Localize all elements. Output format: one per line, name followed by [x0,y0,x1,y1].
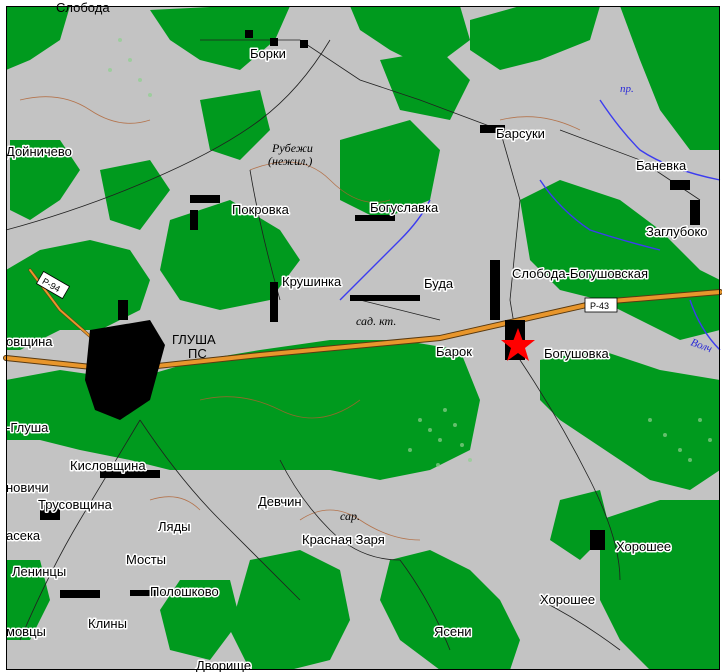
label-river-pr: пр. [620,83,634,95]
label-aseka: асека [6,528,41,543]
label-rubezhi: Рубежи [271,141,313,155]
label-ovshchina: овщина [6,334,53,349]
label-dvorishche: Дворище [196,658,251,672]
label-kislovshchina: Кисловщина [70,458,146,473]
label-devchin: Девчин [258,494,302,509]
label-buda: Буда [424,276,454,291]
red-star-icon[interactable] [501,328,535,361]
place-labels: Слобода Борки Дойничево Рубежи (нежил.) … [5,0,714,672]
label-lyady: Ляды [158,519,191,534]
marsh-patches [108,38,712,467]
label-pokrovka: Покровка [232,202,290,217]
rivers [339,99,721,351]
label-banevka: Баневка [636,158,687,173]
label-sad-kt: сад. кт. [356,314,396,328]
label-yaseni: Ясени [434,624,472,639]
label-khoroshee-1: Хорошее [616,539,671,554]
label-moytsy: мовцы [6,624,46,639]
label-zagluboko: Заглубоко [646,224,708,239]
label-borki: Борки [250,46,286,61]
label-krushinka: Крушинка [282,274,342,289]
label-bogushovka: Богушовка [544,346,610,361]
forest-areas [6,6,720,670]
label-khoroshee-2: Хорошее [540,592,595,607]
label-glusha: ГЛУША [172,332,216,347]
label-krasnaya-zarya: Красная Заря [302,532,385,547]
settlements [40,30,700,598]
label-sar: сар. [340,509,360,523]
label-poloshkovo: Полошково [150,584,219,599]
label-sloboda-bogushovskaya: Слобода-Богушовская [512,266,648,281]
contour-lines [19,96,581,541]
label-trusovshchina: Трусовщина [38,497,113,512]
road-tag-r43: Р-43 [584,297,618,313]
label-lenintsy: Ленинцы [12,564,66,579]
label-sloboda-top: Слобода [56,0,110,15]
label-rubezhi-note: (нежил.) [268,154,312,168]
label-barok: Барок [436,344,472,359]
label-novichi: новичи [6,480,49,495]
label-mosty: Мосты [126,552,166,567]
label-kliny: Клины [88,616,127,631]
label-boguslavka: Богуславка [370,200,439,215]
label-ps: ПС [188,346,207,361]
svg-text:Р-43: Р-43 [590,301,609,311]
label-barsuki: Барсуки [496,126,545,141]
label-doynichevo: Дойничево [6,144,72,159]
label-glusha-left: -Глуша [6,420,49,435]
